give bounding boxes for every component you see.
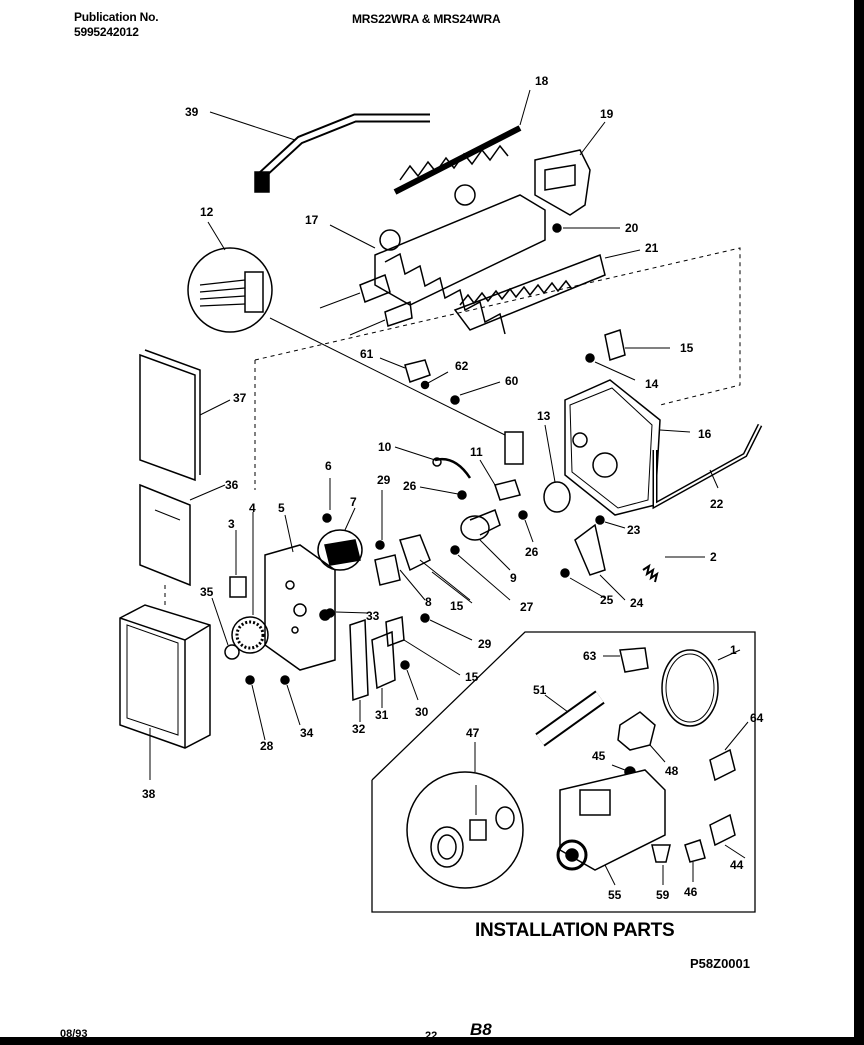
callout-20: 20 [625,221,639,235]
callout-15-top: 15 [680,341,694,355]
callout-8: 8 [425,595,432,609]
callout-29-upper: 29 [377,473,391,487]
footer-page-number: 22 [425,1030,438,1042]
callout-17: 17 [305,213,319,227]
callout-14: 14 [645,377,659,391]
callout-13: 13 [537,409,551,423]
callout-59: 59 [656,888,670,902]
callout-38: 38 [142,787,156,801]
callout-9: 9 [510,571,517,585]
callout-21: 21 [645,241,659,255]
switch-bracket-part [374,534,431,586]
callout-45: 45 [592,749,606,763]
installation-parts-box [371,631,756,913]
callout-15-mid: 15 [450,599,464,613]
callout-36: 36 [225,478,239,492]
callout-12: 12 [200,205,214,219]
ice-mold-part [319,184,546,336]
callout-22: 22 [710,497,724,511]
callout-23: 23 [627,523,641,537]
callout-55: 55 [608,888,622,902]
callout-5: 5 [278,501,285,515]
callout-10: 10 [378,440,392,454]
callout-3: 3 [228,517,235,531]
info-sheet-part [139,483,191,587]
publication-label: Publication No. [74,10,159,24]
wire-harness-detail [187,247,273,333]
callout-1: 1 [730,643,737,657]
drive-gear-part [224,616,269,660]
callout-35: 35 [200,585,214,599]
callout-64: 64 [750,711,764,725]
callout-2: 2 [710,550,717,564]
callout-31: 31 [375,708,389,722]
callout-27: 27 [520,600,534,614]
callout-11: 11 [470,445,483,459]
installation-parts-title: INSTALLATION PARTS [475,920,675,941]
callout-25: 25 [600,593,614,607]
spring-part [642,563,659,583]
callout-51: 51 [533,683,547,697]
callout-60: 60 [505,374,519,388]
callout-37: 37 [233,391,247,405]
callout-26-upper: 26 [403,479,417,493]
control-housing-part [564,379,661,516]
dashed-group-outline [254,247,741,406]
callout-18: 18 [535,74,549,88]
callout-16: 16 [698,427,712,441]
ejector-part [393,125,522,195]
callout-44: 44 [730,858,744,872]
shutoff-cam-part [574,523,606,576]
callout-46: 46 [684,885,698,899]
drawing-code: P58Z0001 [690,956,750,971]
label-part [229,576,247,598]
footer-date: 08/93 [60,1028,88,1040]
water-tube-part [535,690,605,747]
thermostat-part [460,509,501,541]
callout-62: 62 [455,359,469,373]
callout-29-lower: 29 [478,637,492,651]
valve-inlet-detail [406,771,524,889]
callout-34: 34 [300,726,314,740]
callout-61: 61 [360,347,374,361]
publication-number: 5995242012 [74,25,139,39]
callout-26-lower: 26 [525,545,539,559]
fill-tube-part [254,113,430,193]
front-cover-part [119,604,211,749]
callout-48: 48 [665,764,679,778]
compression-nut-part [617,711,656,751]
scan-edge-bottom [0,1037,864,1045]
publication-block: Publication No. 5995242012 [74,10,159,40]
callout-4: 4 [249,501,256,515]
callout-6: 6 [325,459,332,473]
callout-28: 28 [260,739,274,753]
water-line-coil-part [661,649,719,727]
footer-sheet-id: B8 [470,1020,492,1039]
callout-33: 33 [366,609,380,623]
lever-part [434,457,472,479]
instruction-manual-part [139,349,201,482]
callout-47: 47 [466,726,480,740]
callout-39: 39 [185,105,199,119]
callout-32: 32 [352,722,366,736]
callout-19: 19 [600,107,614,121]
water-valve-part [556,769,666,871]
callout-63: 63 [583,649,597,663]
callout-7: 7 [350,495,357,509]
callout-24: 24 [630,596,644,610]
drive-motor-part [317,529,363,571]
model-numbers: MRS22WRA & MRS24WRA [352,12,501,26]
scan-edge-right [854,0,864,1045]
stripper-part [453,253,606,331]
callout-30: 30 [415,705,429,719]
callout-15-low: 15 [465,670,479,684]
mold-cover-part [534,149,591,216]
